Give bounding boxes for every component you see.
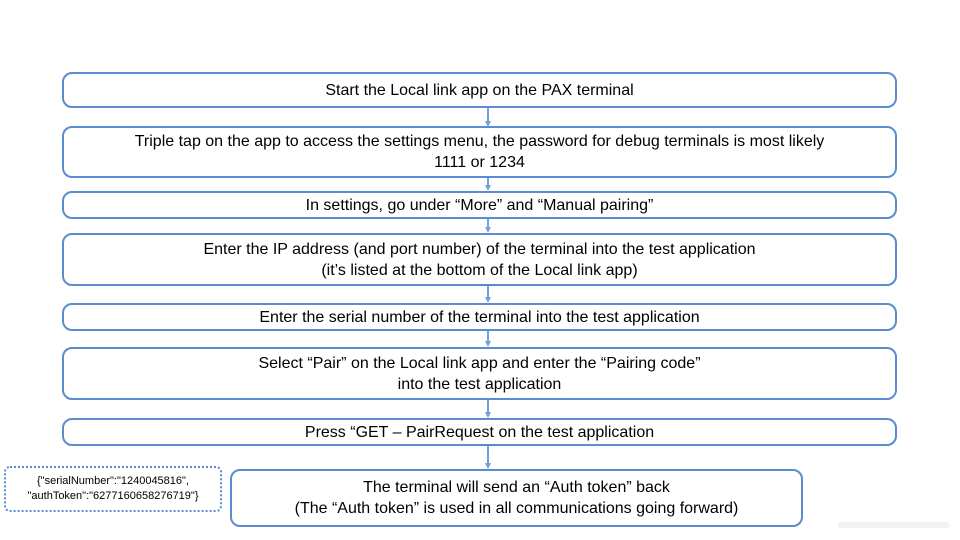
- step-text-line: Triple tap on the app to access the sett…: [134, 133, 825, 150]
- json-note: {"serialNumber":"1240045816", "authToken…: [4, 466, 222, 512]
- step-text-line: Start the Local link app on the PAX term…: [325, 81, 634, 99]
- note-line: "authToken":"6277160658276719"}: [27, 490, 199, 502]
- flow-arrow: [484, 219, 491, 233]
- step-box-7: Press “GET – PairRequest on the test app…: [62, 418, 897, 446]
- step-box-3: In settings, go under “More” and “Manual…: [62, 191, 897, 219]
- step-text-line: Enter the IP address (and port number) o…: [203, 240, 756, 258]
- step-text-line: In settings, go under “More” and “Manual…: [305, 196, 654, 214]
- flow-arrow: [484, 331, 491, 347]
- step-box-6: Select “Pair” on the Local link app and …: [62, 347, 897, 400]
- step-text-line: Press “GET – PairRequest on the test app…: [304, 423, 655, 441]
- step-text-line: (it’s listed at the bottom of the Local …: [321, 261, 638, 279]
- step-text-line: (The “Auth token” is used in all communi…: [294, 500, 739, 517]
- step-box-2: Triple tap on the app to access the sett…: [62, 126, 897, 178]
- step-text-line: into the test application: [397, 375, 562, 393]
- step-box-1: Start the Local link app on the PAX term…: [62, 72, 897, 108]
- step-text-line: 1111 or 1234: [434, 154, 525, 171]
- flow-arrow: [484, 446, 491, 469]
- flow-arrow: [484, 108, 491, 127]
- step-box-4: Enter the IP address (and port number) o…: [62, 233, 897, 286]
- step-text-line: Enter the serial number of the terminal …: [259, 308, 700, 326]
- note-line: {"serialNumber":"1240045816",: [37, 475, 189, 487]
- flow-arrow: [484, 286, 491, 303]
- step-box-8: The terminal will send an “Auth token” b…: [230, 469, 803, 527]
- faint-watermark: [838, 522, 950, 528]
- step-box-5: Enter the serial number of the terminal …: [62, 303, 897, 331]
- flow-arrow: [484, 400, 491, 418]
- step-text-line: Select “Pair” on the Local link app and …: [258, 354, 701, 372]
- flow-arrow: [484, 178, 491, 191]
- step-text-line: The terminal will send an “Auth token” b…: [363, 479, 670, 496]
